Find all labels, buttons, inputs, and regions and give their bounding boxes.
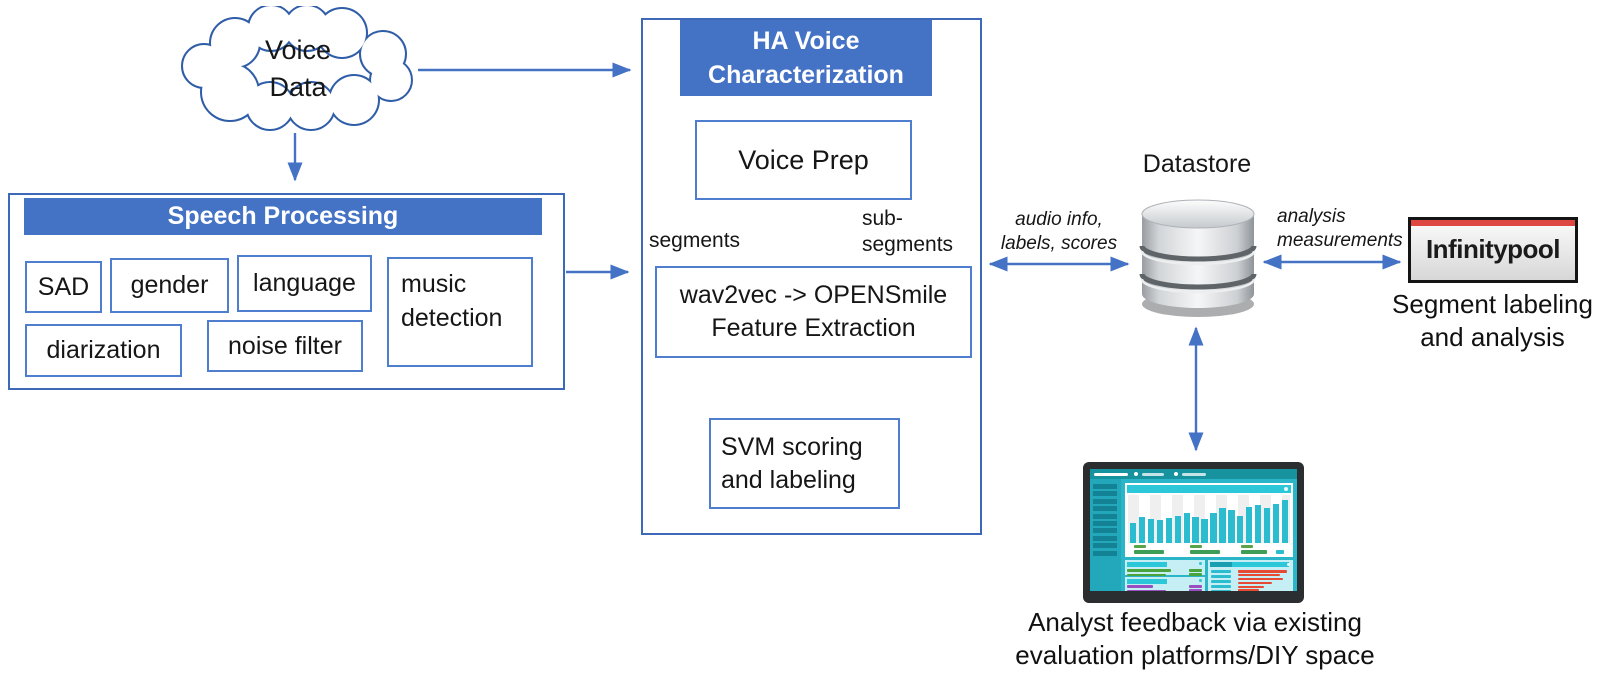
module-language: language: [237, 255, 372, 312]
infinitypool-caption: Segment labeling and analysis: [1385, 288, 1600, 354]
cloud-icon: [181, 4, 413, 131]
audio-info-line2: labels, scores: [1000, 233, 1118, 254]
audio-info-label: audio info, labels, scores: [986, 208, 1132, 256]
module-gender: gender: [110, 258, 229, 313]
svm-box: SVM scoring and labeling: [709, 418, 900, 509]
dashboard-red-panel: [1208, 560, 1293, 591]
dashboard-green-panel: [1125, 560, 1205, 581]
subsegments-line2: segments: [862, 233, 954, 256]
dashboard-chart-header: [1127, 485, 1291, 493]
infinitypool-logo-text: Infinitypool: [1425, 234, 1561, 264]
infinitypool-caption-line2: and analysis: [1420, 322, 1565, 352]
cloud-label-line2: Data: [269, 72, 327, 102]
infinitypool-red-stripe: [1411, 220, 1575, 226]
subsegments-label: sub- segments: [862, 206, 953, 258]
cloud-label: Voice Data: [228, 32, 368, 106]
speech-processing-container: Speech Processing SAD gender language mu…: [8, 193, 565, 390]
dashboard-main-panel: [1125, 483, 1293, 557]
dashboard-red-bars: [1238, 570, 1290, 591]
datastore-cylinder-icon: [1137, 190, 1259, 322]
cloud-label-line1: Voice: [264, 35, 332, 65]
analysis-line1: analysis: [1277, 206, 1346, 227]
ha-voice-header: HA Voice Characterization: [680, 20, 932, 96]
speech-processing-header: Speech Processing: [24, 198, 542, 235]
infinitypool-caption-line1: Segment labeling: [1392, 289, 1593, 319]
module-diarization: diarization: [25, 324, 182, 377]
ha-voice-header-line2: Characterization: [708, 61, 904, 89]
dashboard-screen: [1090, 469, 1297, 591]
datastore-title: Datastore: [1142, 150, 1252, 178]
ha-voice-header-line1: HA Voice: [752, 27, 860, 55]
feature-extraction-box: wav2vec -> OPENSmile Feature Extraction: [655, 266, 972, 358]
module-sad: SAD: [25, 261, 102, 313]
analyst-monitor: [1083, 462, 1304, 603]
subsegments-line1: sub-: [862, 207, 903, 230]
analyst-caption: Analyst feedback via existing evaluation…: [990, 606, 1400, 672]
dashboard-teal-lines: [1211, 570, 1233, 591]
ha-voice-container: HA Voice Characterization Voice Prep wav…: [641, 18, 982, 535]
segments-label: segments: [649, 229, 741, 252]
svm-line2: and labeling: [721, 465, 856, 494]
voice-data-cloud: Voice Data: [178, 4, 418, 132]
audio-info-line1: audio info,: [1015, 209, 1103, 230]
analyst-caption-line1: Analyst feedback via existing: [1028, 607, 1362, 637]
analysis-measurements-label: analysis measurements: [1277, 205, 1403, 253]
feature-extraction-line1: wav2vec -> OPENSmile: [679, 281, 948, 309]
analysis-line2: measurements: [1277, 230, 1403, 251]
dashboard-sidebar: [1090, 479, 1121, 591]
module-music-detection: music detection: [387, 257, 533, 367]
infinitypool-logo-box: Infinitypool: [1408, 217, 1578, 283]
feature-extraction-line2: Feature Extraction: [711, 314, 916, 342]
dashboard-chart-area: [1128, 495, 1290, 543]
dashboard-purple-panel: [1125, 577, 1205, 591]
dashboard-topbar: [1090, 469, 1297, 479]
svm-line1: SVM scoring: [721, 432, 863, 461]
dashboard-bar-chart: [1130, 495, 1289, 543]
voice-prep-box: Voice Prep: [695, 120, 912, 200]
dashboard-purple-lines: [1127, 585, 1179, 591]
dashboard-pill-row: [1128, 545, 1290, 557]
analyst-caption-line2: evaluation platforms/DIY space: [1015, 640, 1375, 670]
module-noise-filter: noise filter: [207, 320, 363, 372]
